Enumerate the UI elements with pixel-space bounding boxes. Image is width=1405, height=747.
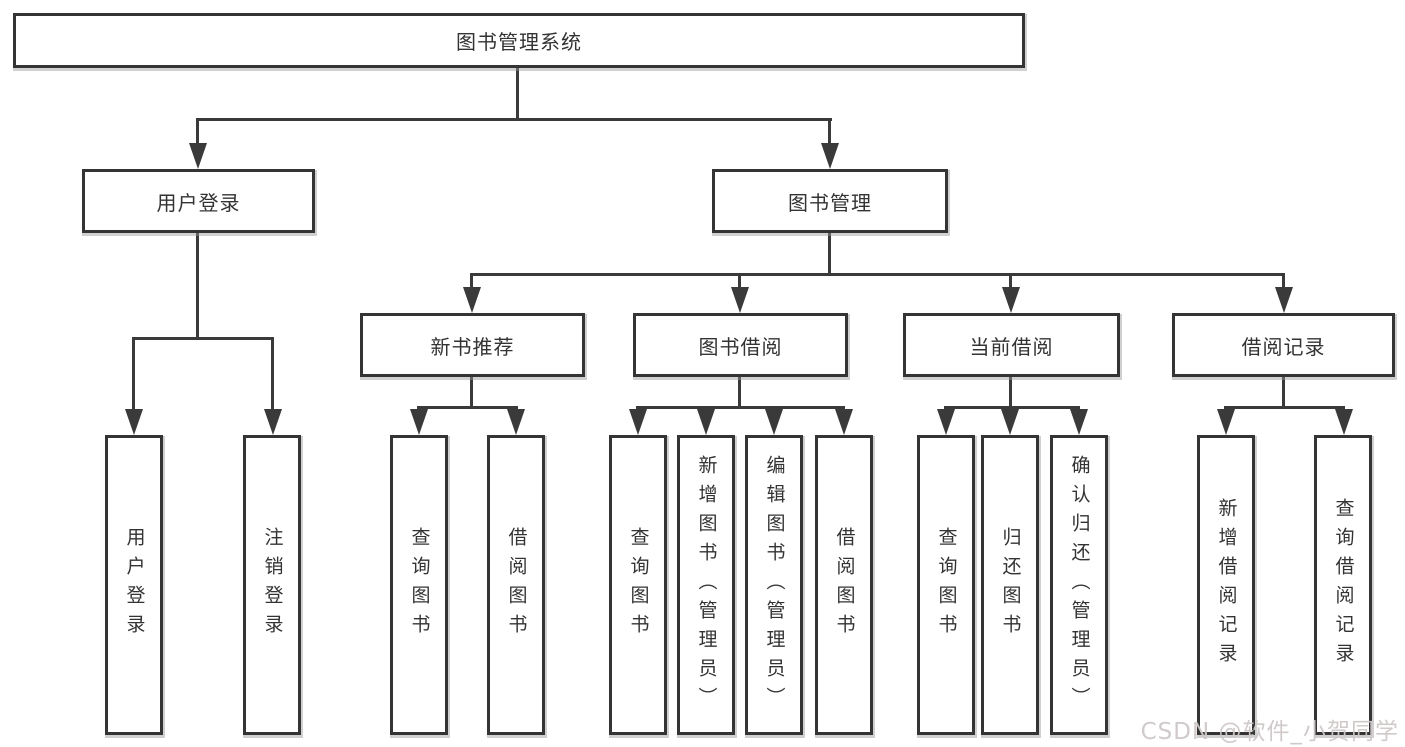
arrow-down-icon (1275, 287, 1293, 313)
leaf-confirm-return-admin: 确认归还（管理员） (1050, 435, 1108, 735)
connector-to-leaf (1008, 406, 1011, 411)
node-new-book-recommend-label: 新书推荐 (430, 334, 515, 359)
node-borrow-records-label: 借阅记录 (1241, 334, 1326, 359)
connector-section-split (945, 406, 1080, 409)
leaf-label: 用户登录 (123, 527, 146, 643)
leaf-label: 查询借阅记录 (1332, 498, 1355, 672)
connector-section-stem (470, 377, 473, 408)
arrow-down-icon (410, 409, 428, 435)
leaf-label: 查询图书 (935, 527, 958, 643)
node-book-management: 图书管理 (712, 169, 948, 233)
connector-to-leaf (132, 337, 135, 409)
connector-to-section (1282, 273, 1285, 287)
connector-to-section (738, 273, 741, 287)
leaf-label: 新增借阅记录 (1215, 498, 1238, 672)
leaf-label: 归还图书 (999, 527, 1022, 643)
leaf-label: 查询图书 (408, 527, 431, 643)
node-user-login: 用户登录 (82, 169, 315, 233)
arrow-down-icon (1070, 409, 1088, 435)
connector-to-leaf (842, 406, 845, 411)
leaf-edit-books-admin: 编辑图书（管理员） (745, 435, 803, 735)
leaf-add-borrow-record: 新增借阅记录 (1197, 435, 1255, 735)
node-current-borrow: 当前借阅 (903, 313, 1120, 377)
leaf-query-books-recommend: 查询图书 (390, 435, 448, 735)
connector-book-mgmt-split (471, 273, 1285, 276)
leaf-label: 查询图书 (627, 527, 650, 643)
arrow-down-icon (697, 409, 715, 435)
leaf-borrow-books-recommend: 借阅图书 (487, 435, 545, 735)
leaf-logout: 注销登录 (243, 435, 301, 735)
node-current-borrow-label: 当前借阅 (969, 334, 1054, 359)
arrow-down-icon (507, 409, 525, 435)
node-book-borrow: 图书借阅 (633, 313, 848, 377)
node-root-label: 图书管理系统 (456, 30, 582, 54)
connector-to-book-mgmt (828, 118, 831, 144)
leaf-label: 确认归还（管理员） (1068, 454, 1091, 716)
connector-to-leaf (772, 406, 775, 411)
watermark: CSDN @软件_小贺同学 (1140, 719, 1399, 745)
connector-root-stem (516, 68, 519, 118)
arrow-down-icon (1002, 287, 1020, 313)
connector-to-leaf (1077, 406, 1080, 411)
arrow-down-icon (1335, 409, 1353, 435)
connector-section-stem (1282, 377, 1285, 408)
connector-to-section (1009, 273, 1012, 287)
connector-section-stem (738, 377, 741, 408)
connector-root-split (197, 118, 832, 121)
arrow-down-icon (629, 409, 647, 435)
connector-book-mgmt-stem (828, 233, 831, 275)
arrow-down-icon (835, 409, 853, 435)
connector-to-section (470, 273, 473, 287)
arrow-down-icon (264, 409, 282, 435)
leaf-label: 编辑图书（管理员） (763, 454, 786, 716)
leaf-label: 注销登录 (261, 527, 284, 643)
connector-to-leaf (944, 406, 947, 411)
arrow-down-icon (821, 143, 839, 169)
connector-section-stem (1009, 377, 1012, 408)
arrow-down-icon (125, 409, 143, 435)
connector-to-leaf (514, 406, 517, 411)
leaf-query-books-current: 查询图书 (917, 435, 975, 735)
arrow-down-icon (937, 409, 955, 435)
connector-section-split (637, 406, 845, 409)
arrow-down-icon (189, 143, 207, 169)
connector-to-leaf (704, 406, 707, 411)
connector-section-split (1225, 406, 1345, 409)
arrow-down-icon (765, 409, 783, 435)
connector-to-leaf (636, 406, 639, 411)
leaf-return-books: 归还图书 (981, 435, 1039, 735)
leaf-label: 借阅图书 (505, 527, 528, 643)
leaf-query-books-borrow: 查询图书 (609, 435, 667, 735)
leaf-label: 新增图书（管理员） (695, 454, 718, 716)
leaf-label: 借阅图书 (833, 527, 856, 643)
connector-to-leaf (271, 337, 274, 409)
leaf-user-login: 用户登录 (105, 435, 163, 735)
leaf-add-books-admin: 新增图书（管理员） (677, 435, 735, 735)
arrow-down-icon (1217, 409, 1235, 435)
connector-to-leaf (417, 406, 420, 411)
connector-to-leaf (1224, 406, 1227, 411)
node-book-borrow-label: 图书借阅 (698, 334, 783, 359)
connector-user-login-split (133, 337, 274, 340)
node-book-management-label: 图书管理 (788, 190, 872, 215)
connector-to-user-login (196, 118, 199, 144)
node-new-book-recommend: 新书推荐 (360, 313, 585, 377)
leaf-borrow-books: 借阅图书 (815, 435, 873, 735)
connector-section-split (418, 406, 518, 409)
arrow-down-icon (463, 287, 481, 313)
node-user-login-label: 用户登录 (156, 190, 241, 215)
connector-user-login-stem (196, 233, 199, 340)
node-borrow-records: 借阅记录 (1172, 313, 1395, 377)
node-root: 图书管理系统 (13, 13, 1025, 68)
leaf-query-borrow-record: 查询借阅记录 (1314, 435, 1372, 735)
connector-to-leaf (1342, 406, 1345, 411)
arrow-down-icon (731, 287, 749, 313)
arrow-down-icon (1001, 409, 1019, 435)
